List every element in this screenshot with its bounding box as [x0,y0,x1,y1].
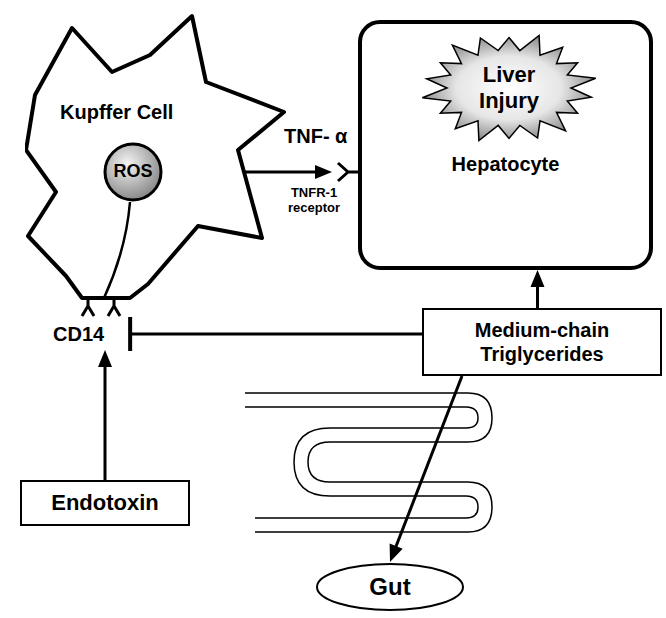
inhibition-bar [128,317,132,351]
kupffer-cell: Kupffer CellCD14 ROS [25,10,295,350]
injury-text: Liver Injury [464,62,554,115]
receptor-symbol [338,163,358,181]
arrowhead [315,165,332,179]
ros-node: ROS [103,142,163,202]
ros-text: ROS [113,161,152,183]
gut-text: Gut [369,573,410,602]
cell-membrane [26,16,284,298]
endotoxin-text: Endotoxin [51,490,159,516]
receptor-name: CD14 [53,322,104,346]
connector-line [394,376,462,551]
receptor-symbol [82,298,120,316]
hepatocyte-box: Hepatocyte Liver Injury [358,20,653,270]
gut-outline [317,564,463,610]
ros-outline [105,144,161,200]
receptor-label: TNFR-1 receptor [274,186,354,216]
connector-line [130,333,422,336]
connector [390,376,462,562]
gut-node: Gut [315,562,465,612]
arrowhead [531,270,545,287]
arrowhead [390,544,403,562]
injury-node: Liver Injury [419,30,599,146]
connector [98,350,112,480]
cell-name: Kupffer Cell [60,100,173,124]
intestine-outline [245,393,492,532]
cell-name: Hepatocyte [362,152,649,176]
connector [130,317,422,351]
treatment-box: Medium-chain Triglycerides [422,308,662,376]
edge-label: TNF- α [282,124,349,148]
signal-line [104,202,130,298]
connector-line [104,362,107,480]
connector [531,270,545,308]
endotoxin-box: Endotoxin [20,480,190,526]
starburst-outline [422,35,595,140]
arrowhead [98,350,112,367]
treatment-text: Medium-chain Triglycerides [424,318,660,366]
